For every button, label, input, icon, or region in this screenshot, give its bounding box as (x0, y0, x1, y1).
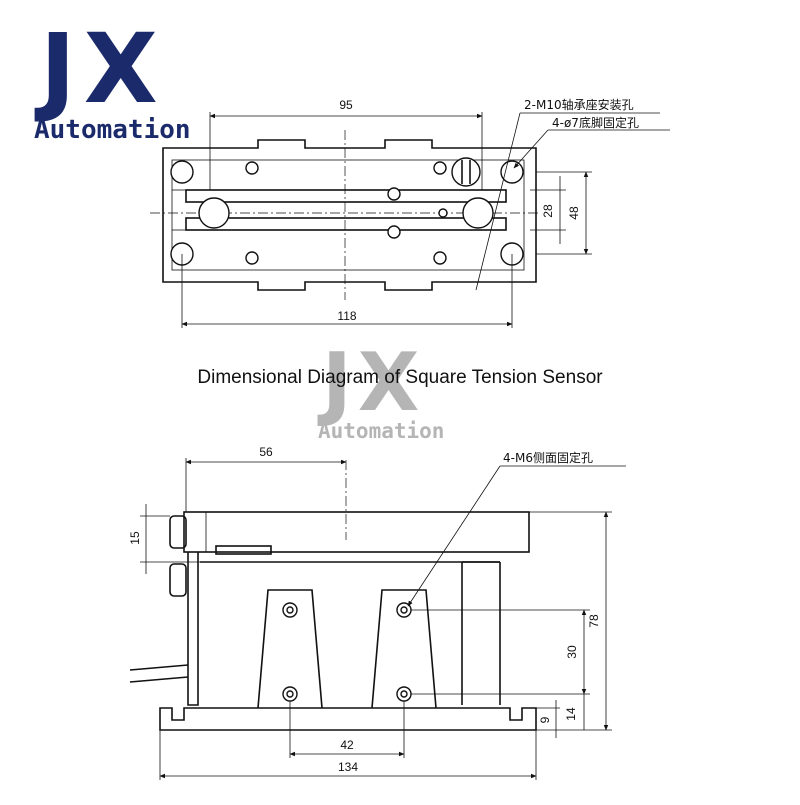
knob-lower (169, 563, 187, 597)
side-view: 56 15 78 30 14 9 42 134 (128, 445, 626, 780)
note-bearing-holes: 2-M10轴承座安装孔 (524, 97, 634, 112)
sensor-cable (129, 664, 189, 683)
small-hole-4 (433, 251, 447, 265)
side-hole-2-inner (400, 606, 408, 614)
base-hole-top-right (500, 160, 524, 184)
top-plate-outline (162, 139, 537, 291)
dim-56: 56 (259, 445, 273, 459)
knob-upper (169, 515, 187, 549)
watermark-subtitle: Automation (318, 419, 444, 443)
dim-9: 9 (538, 716, 552, 723)
note-side-holes: 4-M6侧面固定孔 (503, 450, 593, 465)
small-hole-2 (245, 251, 259, 265)
top-bar-lower (185, 217, 507, 231)
top-bar-upper (185, 189, 507, 203)
dim-28: 28 (541, 204, 555, 218)
dim-78: 78 (587, 614, 601, 628)
side-hole-4-inner (400, 690, 408, 698)
upright-right (371, 589, 437, 709)
sensor-strip (215, 545, 272, 555)
small-hole-7 (438, 208, 448, 218)
side-hole-3-inner (286, 690, 294, 698)
upright-left (257, 589, 323, 709)
dim-48: 48 (567, 206, 581, 220)
side-base (159, 707, 537, 731)
logo-subtitle: Automation (34, 115, 191, 145)
side-hole-1-inner (286, 606, 294, 614)
dim-118: 118 (337, 309, 356, 323)
slotted-screw (451, 157, 481, 187)
leader-bearing (475, 112, 521, 291)
watermark-mark: JX (317, 336, 425, 429)
dim-95: 95 (339, 98, 353, 112)
dim-42: 42 (340, 738, 354, 752)
bearing-hole-left (198, 197, 230, 229)
dim-15: 15 (128, 531, 142, 545)
small-hole-1 (245, 161, 259, 175)
dim-134: 134 (338, 760, 358, 774)
small-hole-3 (433, 161, 447, 175)
bearing-hole-right (462, 197, 494, 229)
watermark-logo: JX Automation (317, 336, 444, 443)
diagram-caption: Dimensional Diagram of Square Tension Se… (197, 367, 603, 388)
note-base-holes: 4-ø7底脚固定孔 (552, 115, 639, 130)
dim-30: 30 (565, 645, 579, 659)
sensor-body-left (187, 552, 199, 706)
top-view: 95 118 28 48 2-M10轴承座安装孔 4-ø7底脚固定孔 (150, 97, 670, 328)
dim-14: 14 (564, 707, 578, 721)
small-hole-5 (387, 187, 401, 201)
top-inner-frame (171, 159, 525, 271)
small-hole-6 (387, 225, 401, 239)
leader-base (513, 129, 549, 169)
leader-side-holes (407, 465, 501, 607)
brand-logo: JX Automation (34, 13, 191, 145)
side-top-plate (183, 511, 530, 553)
base-hole-top-left (170, 160, 194, 184)
right-bracket (461, 561, 501, 705)
logo-mark: JX (34, 13, 166, 125)
